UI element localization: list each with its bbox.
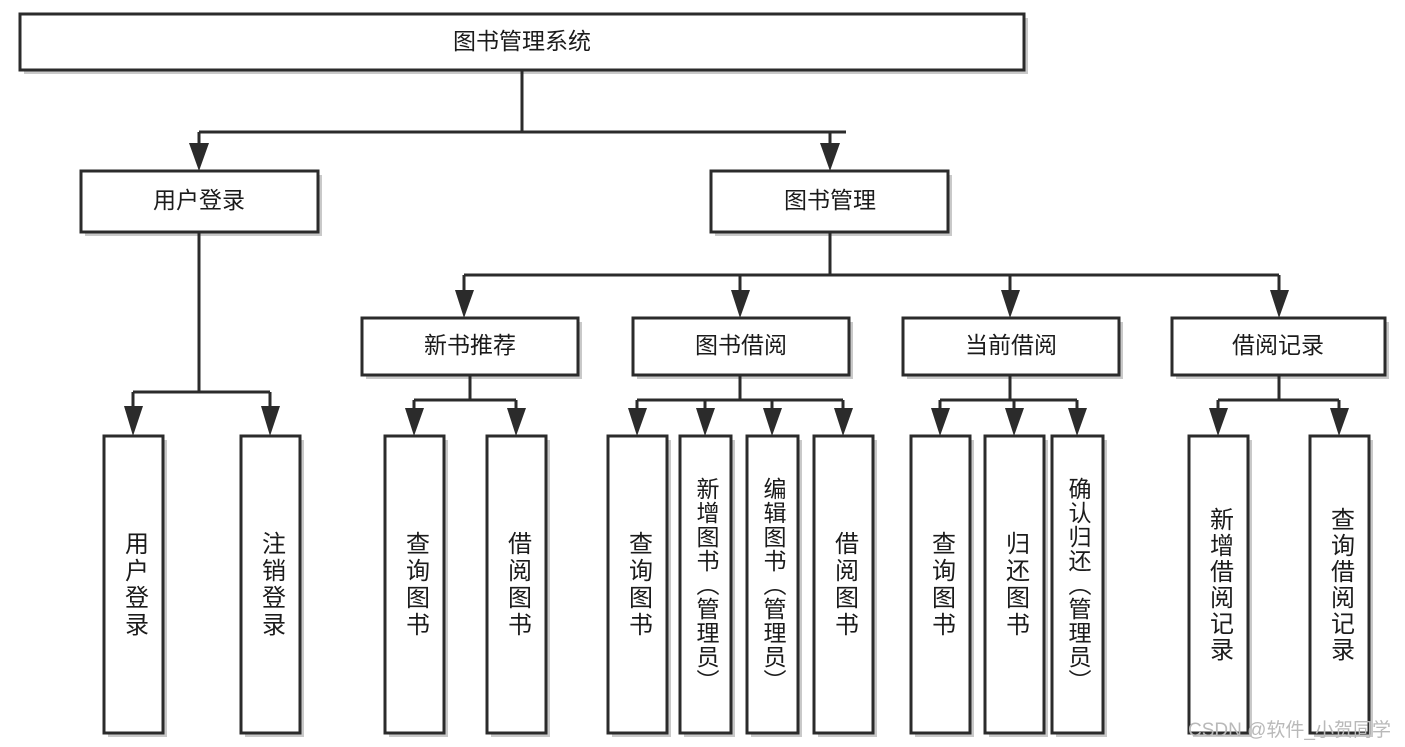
node-leaf-query-book-2[interactable] — [606, 434, 669, 735]
node-labels: 图书管理系统 用户登录 图书管理 新书推荐 图书借阅 当前借阅 借阅记录 — [153, 28, 1324, 358]
arrowhead-leaf-8 — [834, 408, 853, 436]
node-leaf-add-record[interactable] — [1187, 434, 1250, 735]
csdn-watermark: CSDN @软件_小贺同学 — [1188, 720, 1391, 741]
label-book-borrow: 图书借阅 — [695, 332, 787, 358]
node-borrow-record[interactable] — [1170, 316, 1387, 377]
label-root: 图书管理系统 — [453, 28, 591, 54]
node-leaf-add-book[interactable] — [678, 434, 733, 735]
node-boxes — [18, 12, 1387, 735]
arrowhead-leaf-5 — [628, 408, 647, 436]
arrowhead-leaf-7 — [763, 408, 782, 436]
arrowhead-new-book-rec — [455, 290, 474, 318]
arrowhead-leaf-10 — [1005, 408, 1024, 436]
arrowhead-leaf-11 — [1068, 408, 1087, 436]
node-leaf-query-record[interactable] — [1308, 434, 1371, 735]
label-new-book-rec: 新书推荐 — [424, 332, 516, 358]
label-user-login: 用户登录 — [153, 187, 245, 213]
node-leaf-borrow-book-1[interactable] — [485, 434, 548, 735]
arrowhead-book-manage — [820, 143, 840, 171]
node-new-book-rec[interactable] — [360, 316, 580, 377]
node-book-borrow[interactable] — [631, 316, 851, 377]
node-leaf-query-book-1[interactable] — [383, 434, 446, 735]
arrowhead-leaf-13 — [1330, 408, 1349, 436]
node-leaf-borrow-book-2[interactable] — [812, 434, 875, 735]
arrowhead-leaf-6 — [696, 408, 715, 436]
node-leaf-query-book-3[interactable] — [909, 434, 972, 735]
arrowhead-leaf-4 — [507, 408, 526, 436]
arrowhead-leaf-12 — [1209, 408, 1228, 436]
node-leaf-edit-book[interactable] — [745, 434, 800, 735]
arrowhead-user-login — [189, 143, 209, 171]
node-user-login[interactable] — [79, 169, 320, 234]
node-root[interactable] — [18, 12, 1026, 72]
arrowhead-leaf-1 — [124, 406, 143, 436]
arrowhead-current-borrow — [1001, 290, 1020, 318]
label-book-manage: 图书管理 — [784, 187, 876, 213]
arrowhead-book-borrow — [731, 290, 750, 318]
node-leaf-logout[interactable] — [239, 434, 302, 735]
node-current-borrow[interactable] — [901, 316, 1121, 377]
connector-edges — [124, 70, 1349, 436]
arrowhead-leaf-9 — [931, 408, 950, 436]
node-leaf-user-login[interactable] — [102, 434, 165, 735]
label-current-borrow: 当前借阅 — [965, 332, 1057, 358]
node-book-manage[interactable] — [709, 169, 950, 234]
node-leaf-confirm-return[interactable] — [1050, 434, 1105, 735]
label-borrow-record: 借阅记录 — [1232, 332, 1324, 358]
arrowhead-leaf-2 — [261, 406, 280, 436]
arrowhead-borrow-record — [1270, 290, 1289, 318]
node-leaf-return-book[interactable] — [983, 434, 1046, 735]
arrowhead-leaf-3 — [405, 408, 424, 436]
